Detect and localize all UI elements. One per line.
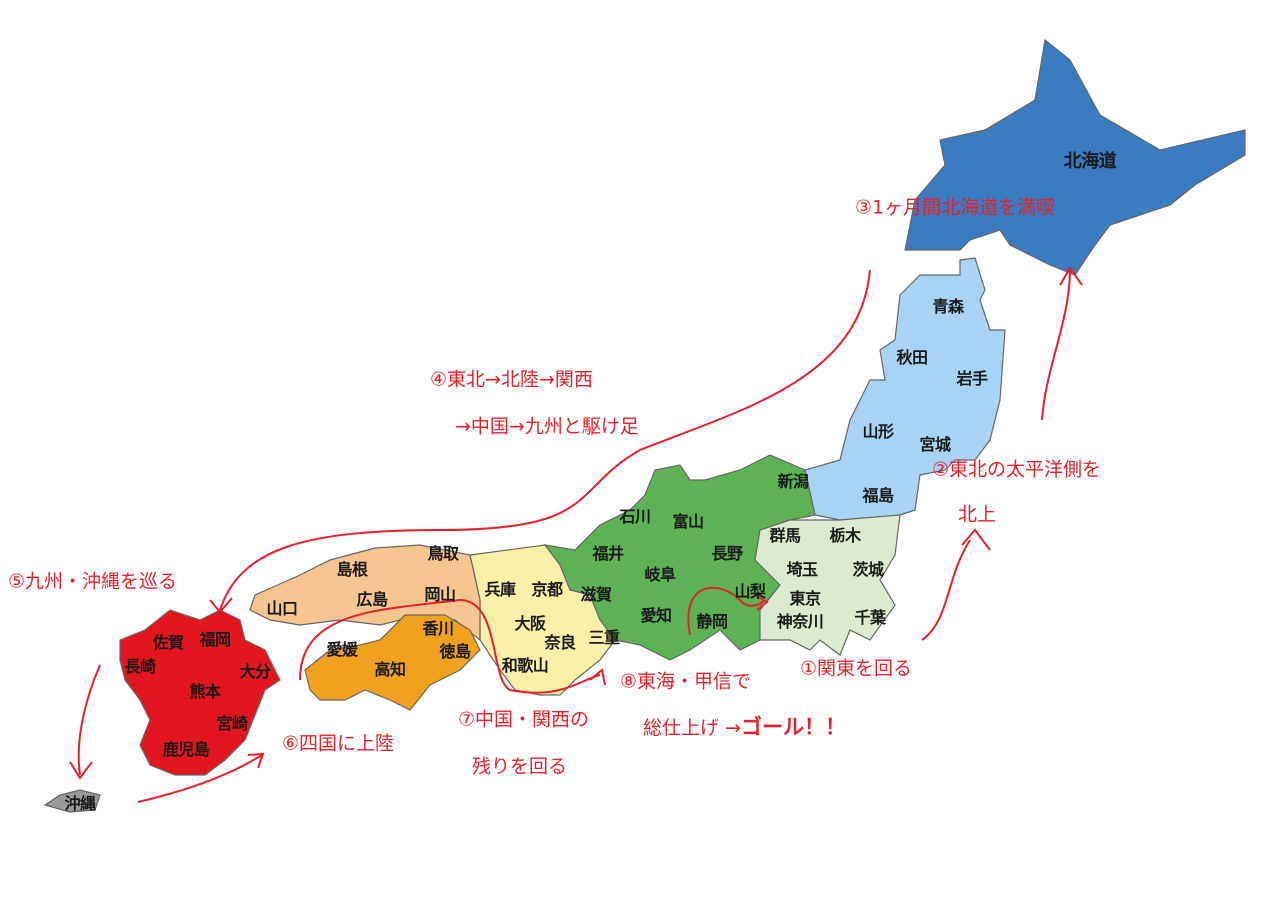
label-nagano: 長野 <box>711 544 743 563</box>
annotation-step4-line2: →中国→九州と駆け足 <box>455 415 639 438</box>
annotation-step8-line2: 総仕上げ →ゴール！！ <box>643 711 846 741</box>
label-hokkaido: 北海道 <box>1063 151 1117 172</box>
label-aichi: 愛知 <box>640 606 672 625</box>
label-fukuoka: 福岡 <box>199 630 231 649</box>
label-oita: 大分 <box>239 662 271 681</box>
label-saga: 佐賀 <box>152 633 184 652</box>
annotation-step5: ⑤九州・沖縄を巡る <box>8 570 178 593</box>
label-miyazaki: 宮崎 <box>216 714 248 733</box>
label-yamaguchi: 山口 <box>266 599 298 618</box>
region-hokkaido <box>904 38 1246 276</box>
region-kyushu <box>119 609 281 776</box>
label-hyogo: 兵庫 <box>484 580 516 599</box>
label-mie: 三重 <box>588 628 620 647</box>
label-akita: 秋田 <box>896 348 928 367</box>
label-wakayama: 和歌山 <box>501 656 549 675</box>
route-arrows <box>69 266 1083 803</box>
region-okinawa <box>43 789 101 813</box>
label-okinawa: 沖縄 <box>64 794 96 813</box>
label-nagasaki: 長崎 <box>124 657 156 676</box>
annotation-step2-line1: ②東北の太平洋側を <box>932 458 1102 481</box>
label-shizuoka: 静岡 <box>696 612 728 631</box>
label-gifu: 岐阜 <box>644 565 676 584</box>
label-nara: 奈良 <box>544 633 576 652</box>
label-kyoto: 京都 <box>531 580 563 599</box>
region-kinki <box>469 544 616 696</box>
label-aomori: 青森 <box>932 297 964 316</box>
annotation-goal: ゴール！！ <box>740 715 846 739</box>
route-okinawa-to-shikoku <box>137 752 265 803</box>
label-tokyo: 東京 <box>789 589 821 608</box>
label-shiga: 滋賀 <box>580 585 612 604</box>
annotation-step4-line1: ④東北→北陸→関西 <box>430 368 593 391</box>
label-tokushima: 徳島 <box>439 642 471 661</box>
annotation-step7-line1: ⑦中国・関西の <box>458 708 590 731</box>
label-ehime: 愛媛 <box>326 640 358 659</box>
label-shimane: 島根 <box>336 560 368 579</box>
label-ishikawa: 石川 <box>619 507 651 526</box>
route-kyushu-okinawa <box>69 664 101 780</box>
route-tohoku-north <box>1041 266 1083 421</box>
annotation-step8-text: 総仕上げ → <box>643 717 741 739</box>
label-kanagawa: 神奈川 <box>776 612 824 631</box>
route-hokkaido-to-kyushu <box>209 269 871 614</box>
label-kagoshima: 鹿児島 <box>162 740 210 759</box>
label-saitama: 埼玉 <box>786 560 818 579</box>
label-yamanashi: 山梨 <box>734 582 766 601</box>
region-shikoku <box>304 614 481 711</box>
route-shikoku-to-kinki <box>299 598 606 694</box>
label-okayama: 岡山 <box>424 585 456 604</box>
label-tochigi: 栃木 <box>829 526 861 545</box>
route-kanto-to-tohoku <box>921 528 991 641</box>
label-chiba: 千葉 <box>854 608 886 627</box>
label-niigata: 新潟 <box>777 472 809 491</box>
label-yamagata: 山形 <box>862 422 894 441</box>
route-tokai <box>687 586 769 636</box>
annotation-step1: ①関東を回る <box>800 657 913 680</box>
label-kochi: 高知 <box>374 660 406 679</box>
label-fukushima: 福島 <box>862 486 894 505</box>
label-iwate: 岩手 <box>956 369 988 388</box>
label-toyama: 富山 <box>672 512 704 531</box>
label-gunma: 群馬 <box>769 526 801 545</box>
annotation-step7-line2: 残りを回る <box>472 755 568 778</box>
label-fukui: 福井 <box>592 544 624 563</box>
label-miyagi: 宮城 <box>919 435 951 454</box>
label-tottori: 鳥取 <box>427 544 459 563</box>
annotation-step2-line2: 北上 <box>958 503 997 526</box>
annotation-step3: ③1ヶ月間北海道を満喫 <box>855 196 1056 219</box>
label-hiroshima: 広島 <box>356 590 388 609</box>
annotation-step8-line1: ⑧東海・甲信で <box>620 670 752 693</box>
label-kagawa: 香川 <box>422 619 454 638</box>
annotation-step6: ⑥四国に上陸 <box>282 732 395 755</box>
label-kumamoto: 熊本 <box>189 682 221 701</box>
label-osaka: 大阪 <box>514 614 546 633</box>
region-kanto <box>754 514 901 656</box>
label-ibaraki: 茨城 <box>852 560 884 579</box>
